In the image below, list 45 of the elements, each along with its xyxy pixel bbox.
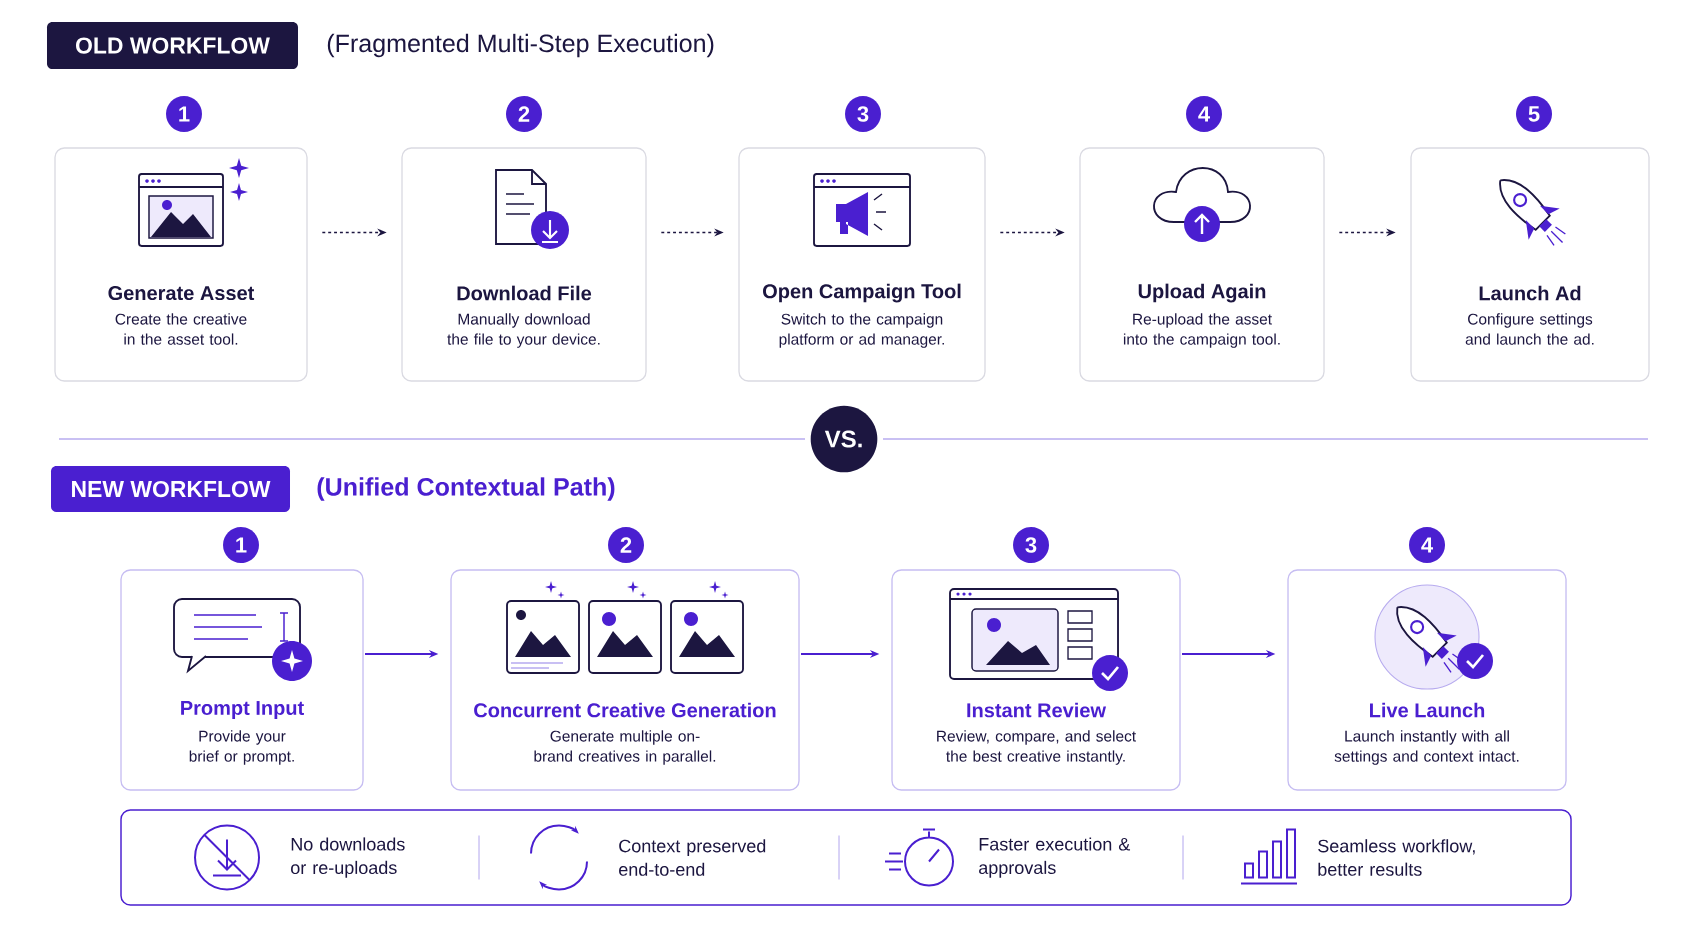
step-card: [1287, 569, 1567, 791]
step-card: [54, 147, 308, 382]
step-description: Switch to the campaign platform or ad manager.: [779, 313, 944, 348]
step-card: [401, 147, 647, 382]
step-title: Launch Ad: [1479, 285, 1581, 301]
step-number: 5: [1516, 96, 1552, 132]
step-title: Prompt Input: [181, 701, 304, 719]
step-title: Generate Asset: [108, 285, 255, 301]
step-description: Provide your brief or prompt.: [189, 730, 294, 765]
step-description: Review, compare, and select the best creative instantly.: [937, 730, 1136, 765]
step-description: Re-upload the asset into the campaign tool.: [1123, 313, 1280, 348]
step-card: [738, 147, 986, 382]
step-title: Concurrent Creative Generation: [474, 702, 776, 718]
step-number: 2: [506, 96, 542, 132]
step-title: Live Launch: [1370, 702, 1485, 718]
step-description: Generate multiple on-brand creatives in parallel.: [534, 730, 716, 765]
step-card: [450, 569, 800, 791]
step-description: Launch instantly with all settings and context intact.: [1334, 730, 1519, 765]
step-description: Manually download the file to your device.: [447, 313, 600, 348]
subtitle: (Fragmented Multi-Step Execution): [327, 33, 714, 58]
benefit-text: Context preserved end-to-end: [619, 839, 766, 876]
subtitle: (Unified Contextual Path): [317, 477, 615, 501]
step-card: [120, 569, 364, 791]
step-title: Download File: [457, 285, 592, 301]
step-title: Upload Again: [1138, 283, 1266, 303]
step-description: Create the creative in the asset tool.: [115, 313, 247, 345]
benefit-text: Seamless workflow, better results: [1318, 839, 1475, 876]
step-number: 4: [1409, 527, 1445, 563]
step-card: [1079, 147, 1325, 382]
step-number: 1: [166, 96, 202, 132]
benefit-text: Faster execution & approvals: [979, 837, 1131, 878]
step-number: 3: [1013, 527, 1049, 563]
step-card: [1410, 147, 1650, 382]
step-card: [891, 569, 1181, 791]
benefit-text: No downloads or re-uploads: [291, 837, 405, 878]
benefits-panel: [120, 809, 1572, 906]
section-badge: NEW WORKFLOW: [51, 466, 290, 512]
step-number: 4: [1186, 96, 1222, 132]
section-badge: OLD WORKFLOW: [47, 22, 298, 69]
step-description: Configure settings and launch the ad.: [1465, 313, 1594, 345]
step-title: Open Campaign Tool: [763, 283, 961, 303]
step-number: 2: [608, 527, 644, 563]
step-number: 1: [223, 527, 259, 563]
step-title: Instant Review: [967, 702, 1107, 718]
step-number: 3: [845, 96, 881, 132]
